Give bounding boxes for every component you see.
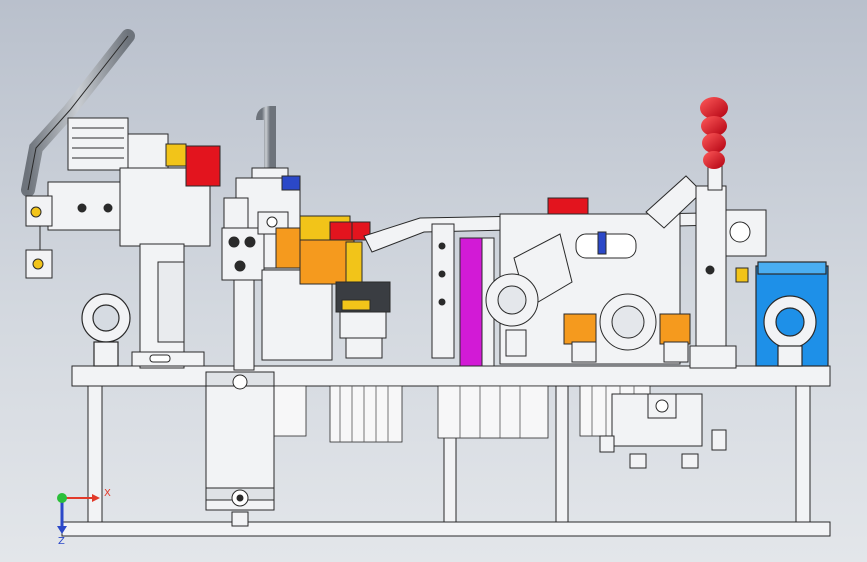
eye-bolt-left — [81, 293, 131, 367]
leg-left — [87, 385, 103, 523]
axis-triad: X Z — [57, 488, 111, 547]
x-axis-arrow — [92, 494, 100, 502]
under-cylinders — [269, 385, 651, 443]
leg-right — [795, 385, 811, 523]
left-handle — [21, 29, 135, 197]
vertical-cylinder — [205, 279, 275, 527]
right-mechanism — [485, 175, 767, 369]
left-clamp-group — [25, 117, 221, 369]
y-axis-dot — [57, 493, 67, 503]
center-left-clamp — [221, 105, 365, 361]
valve-block-lower — [599, 393, 727, 469]
z-axis-arrow — [57, 526, 67, 534]
x-axis-label: X — [104, 488, 111, 499]
z-axis-label: Z — [58, 536, 65, 547]
leg-right-middle — [555, 385, 569, 523]
top-plate — [71, 365, 831, 387]
eye-bolt-right — [755, 261, 829, 367]
center-cylinder — [335, 221, 391, 359]
red-knob-handle — [700, 97, 728, 191]
bottom-plate — [61, 521, 831, 537]
